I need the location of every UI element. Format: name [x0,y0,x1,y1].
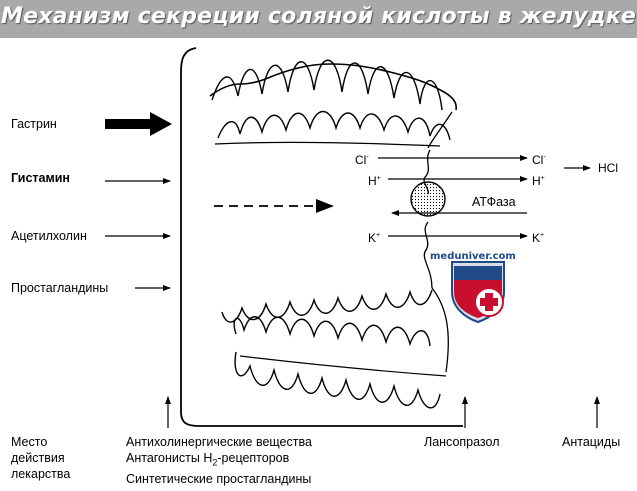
drug-prostaglandins: Синтетические простагландины [126,471,312,486]
lower-canaliculus-top [221,289,433,323]
upper-canaliculus-folds [211,59,443,111]
stimulus-acetylcholine: Ацетилхолин [11,229,87,243]
lower-canaliculus-bottom [234,351,441,409]
ion-h-right: H+ [532,174,545,188]
cell-outline [180,47,463,427]
lower-canaliculus-base [239,355,447,377]
canaliculus-right-edge-top [427,111,453,149]
title-bar [0,0,637,38]
ion-cl-right: Cl- [532,153,546,167]
drug-antacids: Антациды [562,435,621,449]
ion-k-left: K+ [368,231,381,245]
watermark-logo-icon [451,261,505,324]
signal-arrowhead [316,199,334,213]
ion-h-left: H+ [368,174,381,188]
canaliculus-inner-edge [214,141,441,147]
ion-k-right: K+ [532,231,545,245]
stimulus-histamine: Гистамин [11,171,70,185]
drug-lansoprazole: Лансопразол [424,435,500,449]
ion-cl-left: Cl- [355,153,369,167]
stimulus-gastrin: Гастрин [11,117,57,131]
upper-canaliculus-outer [209,63,458,111]
gastrin-arrow [105,112,172,136]
page-title: Механизм секреции соляной кислоты в желу… [0,4,637,29]
drug-list: Антихолинергические вещества Антагонисты… [126,434,312,487]
pump-label: АТФаза [472,195,516,209]
lower-canaliculus-mid [233,316,431,347]
drug-h2-antagonists: Антагонисты H2-рецепторов [126,451,290,468]
canaliculus-right-edge-bottom [431,287,449,373]
watermark-text: meduniver.com [430,251,516,262]
membrane-line [423,149,433,289]
upper-canaliculus-inner [217,110,451,141]
proton-pump [410,181,446,217]
stimulus-prostaglandins: Простагландины [11,281,109,295]
drug-site-label: Место действия лекарства [11,435,71,481]
product-hcl: HCl [598,161,618,175]
drug-anticholinergics: Антихолинергические вещества [126,435,312,449]
